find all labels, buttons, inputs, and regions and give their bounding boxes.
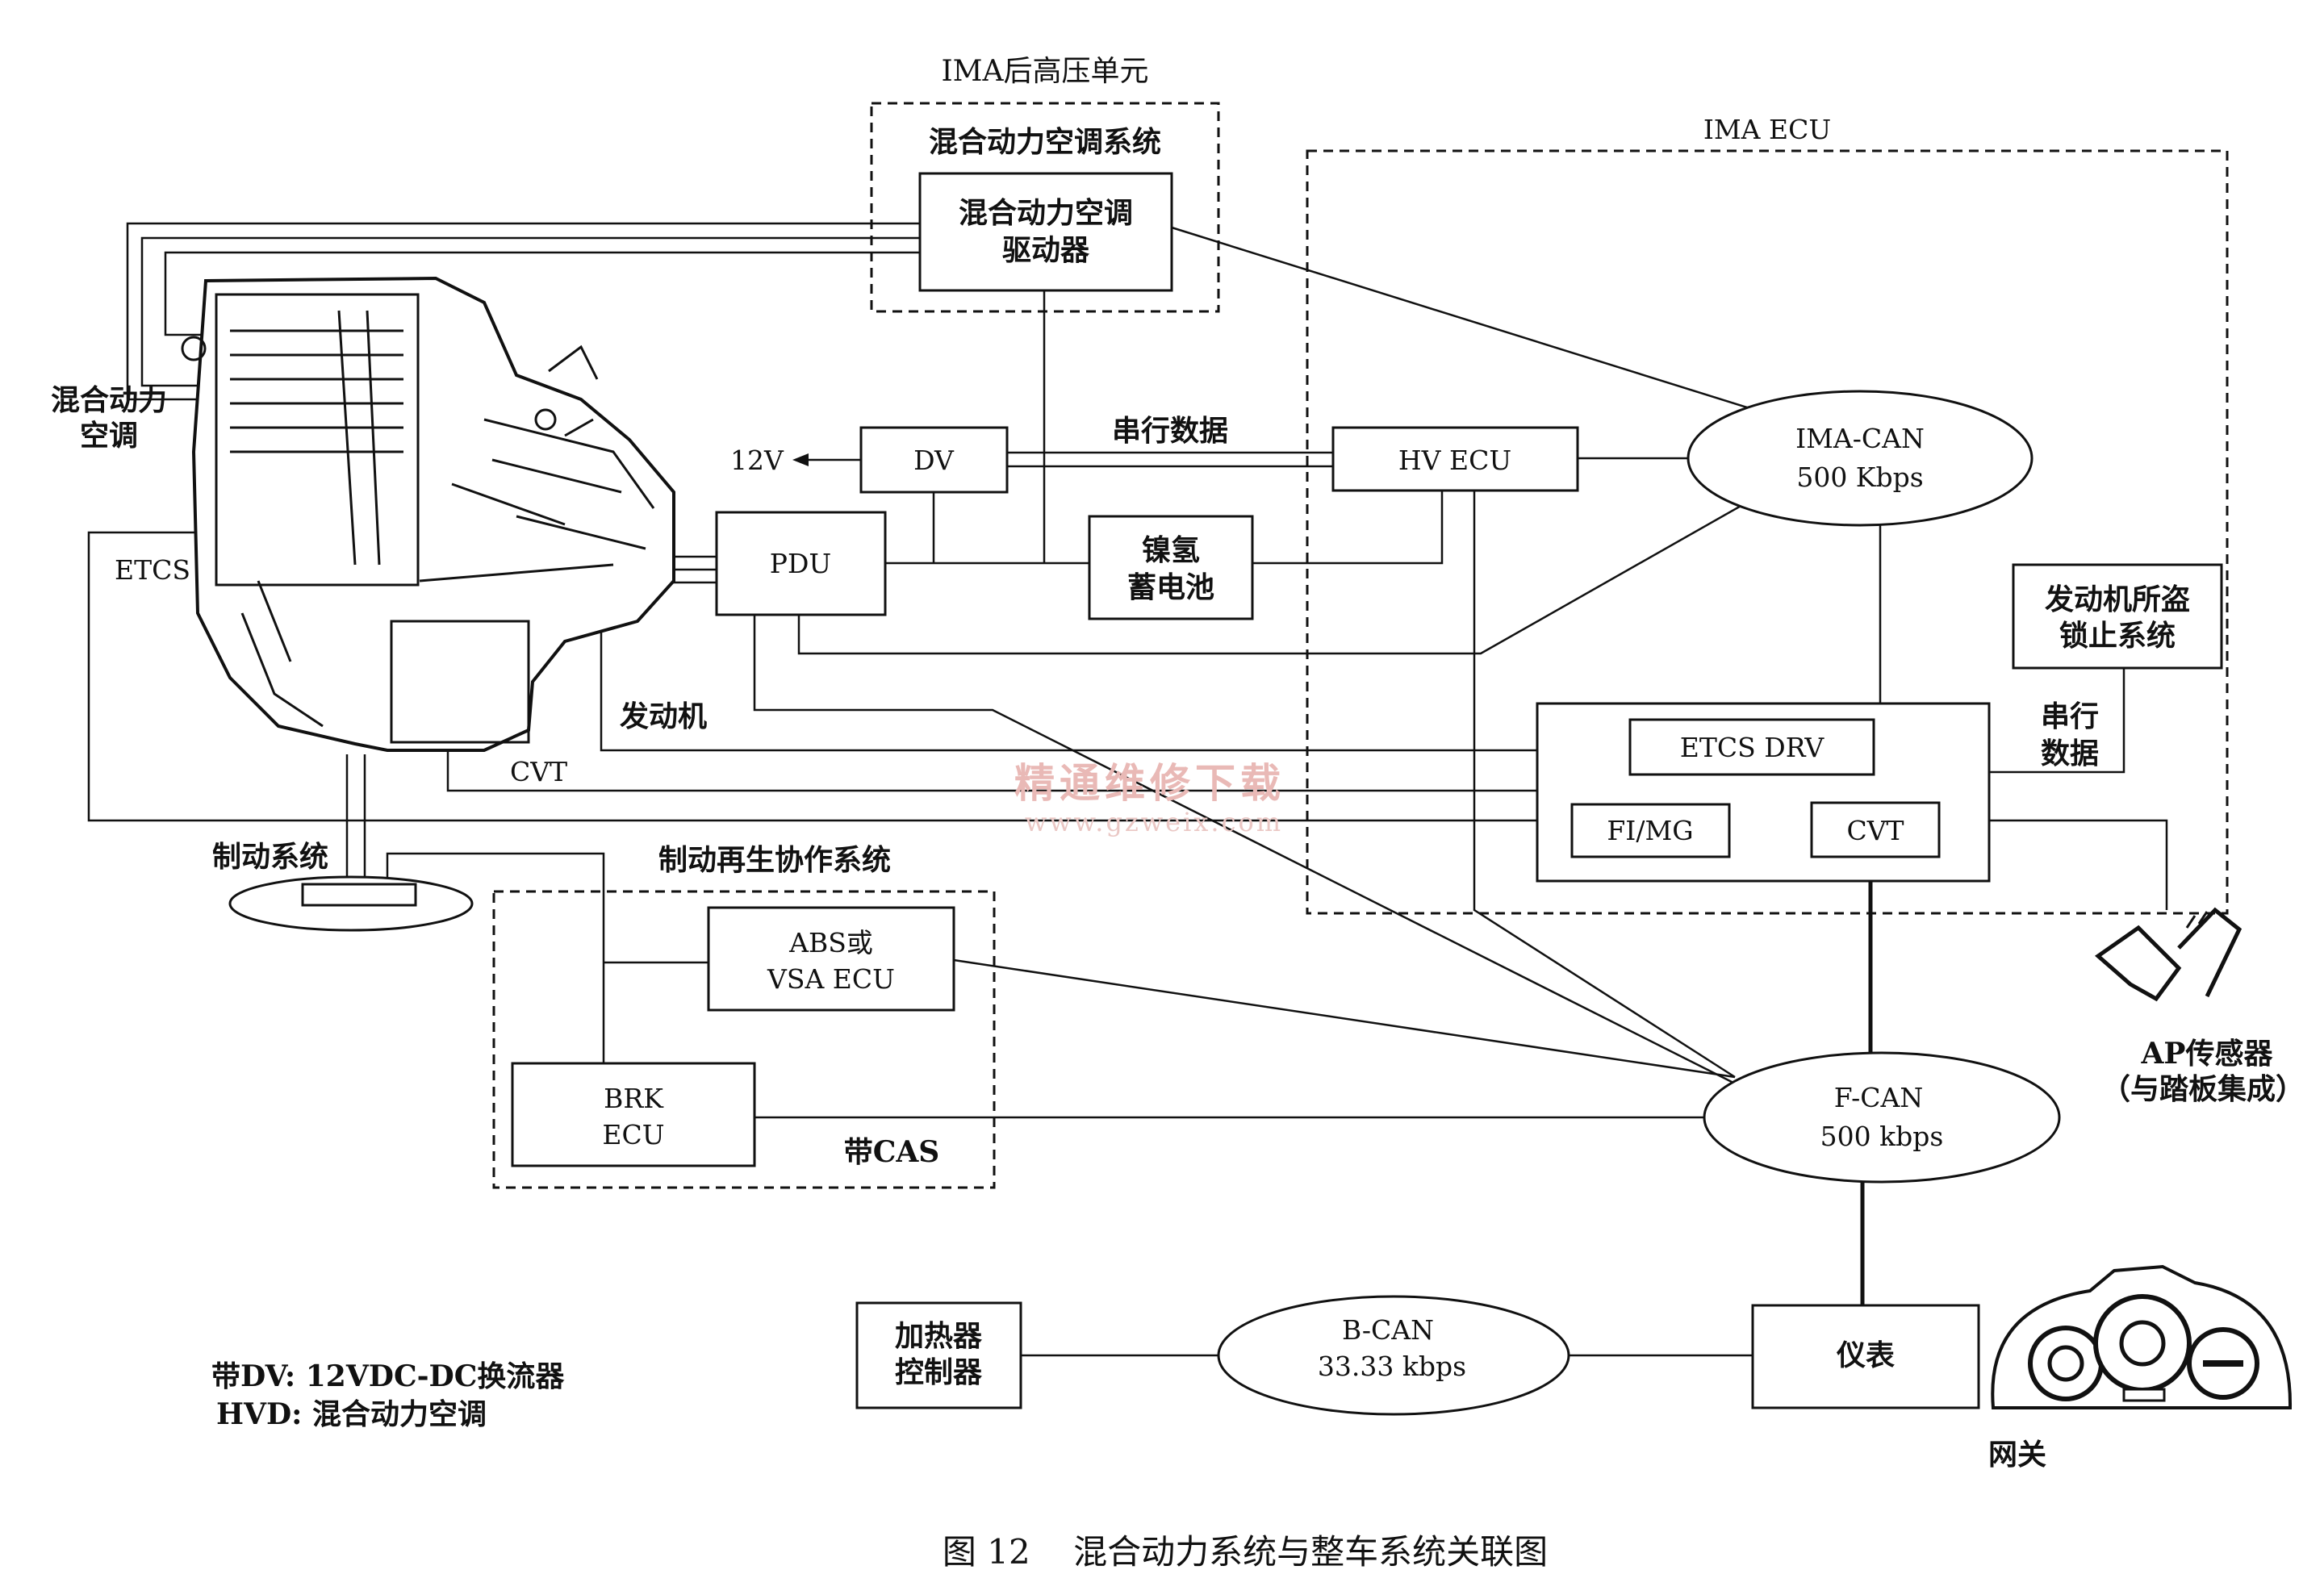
- fimg-label: FI/MG: [1607, 815, 1693, 846]
- brake-regen-title: 制动再生协作系统: [658, 843, 891, 877]
- etcs-line: [87, 531, 1537, 822]
- cvt-box-label: CVT: [1846, 815, 1904, 846]
- brk-line2: ECU: [602, 1119, 664, 1150]
- engine-illustration: [181, 276, 675, 752]
- abs-line2: VSA ECU: [767, 963, 895, 995]
- hybrid-ac-label-line2: 空调: [80, 419, 138, 453]
- battery-to-hvecu: [1252, 491, 1444, 565]
- heater-line1: 加热器: [895, 1319, 983, 1353]
- etcs-label: ETCS: [115, 554, 190, 586]
- ima-can-line1: IMA-CAN: [1795, 423, 1925, 454]
- etcs-drv-label: ETCS DRV: [1680, 732, 1825, 763]
- node-ima-can: IMA-CAN 500 Kbps: [1687, 390, 2034, 527]
- abs-line1: ABS或: [788, 927, 873, 958]
- watermark-url: www.gzweix.com: [1025, 807, 1283, 837]
- brake-master-icon: [301, 883, 417, 907]
- ap-sensor-icon: [2094, 907, 2242, 1002]
- ac-driver-line1: 混合动力空调: [959, 196, 1133, 230]
- fcan-line2: 500 kbps: [1820, 1121, 1944, 1152]
- node-f-can: F-CAN 500 kbps: [1703, 1051, 2061, 1184]
- pdu-imacan: [797, 496, 1756, 655]
- node-brk-ecu: BRK ECU: [511, 1062, 756, 1167]
- abs-fcan: [953, 958, 1736, 1079]
- node-pdu: PDU: [715, 511, 887, 616]
- meter-label: 仪表: [1836, 1338, 1895, 1372]
- node-abs: ABS或 VSA ECU: [707, 906, 955, 1012]
- v12-arrow-head: [792, 453, 809, 466]
- connections: [87, 222, 2168, 1357]
- node-immobilizer: 发动机所盗 锁止系统: [2012, 563, 2223, 670]
- heater-line2: 控制器: [895, 1355, 983, 1389]
- ap-sensor-label-line2: （与踏板集成）: [2101, 1072, 2305, 1106]
- serial-label-line1: 串行: [2041, 699, 2099, 733]
- ima-can-line2: 500 Kbps: [1796, 461, 1923, 493]
- node-heater: 加热器 控制器: [855, 1301, 1022, 1409]
- node-hv-ecu: HV ECU: [1331, 426, 1579, 492]
- with-cas-label: 带CAS: [844, 1135, 940, 1169]
- legend-hvd: HVD: 混合动力空调: [216, 1397, 487, 1431]
- figure-caption: 图 12 混合动力系统与整车系统关联图: [943, 1532, 1548, 1572]
- battery-line1: 镍氢: [1142, 533, 1200, 567]
- etcs-apsensor: [1989, 819, 2168, 910]
- ac-to-imacan: [1171, 226, 1748, 409]
- gateway-label: 网关: [1988, 1438, 2046, 1472]
- node-ac-driver: 混合动力空调 驱动器: [918, 172, 1173, 292]
- ac-wire-2: [140, 236, 920, 387]
- serial-label-line2: 数据: [2041, 737, 2099, 770]
- brake-regen-group: [492, 890, 996, 1189]
- ac-wire-3: [164, 251, 920, 336]
- pdu-label: PDU: [770, 548, 831, 579]
- v12-label: 12V: [730, 445, 784, 476]
- watermark-text: 精通维修下载: [1014, 759, 1285, 807]
- hybrid-ac-label-line1: 混合动力: [51, 383, 167, 417]
- node-etcs-block: ETCS DRV FI/MG CVT: [1536, 702, 1991, 883]
- brake-to-regen: [386, 852, 605, 1063]
- ima-ecu-title: IMA ECU: [1703, 114, 1831, 145]
- battery-line2: 蓄电池: [1127, 570, 1214, 604]
- hybrid-ac-system-title: 混合动力空调系统: [929, 125, 1161, 159]
- legend-dv: 带DV: 12VDC-DC换流器: [211, 1359, 565, 1393]
- ima-ecu-group: [1306, 149, 2229, 915]
- ap-sensor-label-line1: AP传感器: [2140, 1037, 2273, 1071]
- node-b-can: B-CAN 33.33 kbps: [1217, 1295, 1570, 1416]
- hv-ecu-label: HV ECU: [1398, 445, 1511, 476]
- node-dv: DV: [859, 426, 1009, 494]
- ima-hv-unit-title: IMA后高压单元: [941, 55, 1148, 88]
- node-meter: 仪表: [1751, 1304, 1980, 1409]
- etcs-immobilizer: [1989, 668, 2125, 774]
- brk-line1: BRK: [604, 1083, 664, 1114]
- brake-system-label: 制动系统: [212, 840, 328, 874]
- ac-wire-1: [126, 222, 920, 401]
- ac-driver-line2: 驱动器: [1002, 233, 1090, 267]
- immobilizer-line1: 发动机所盗: [2045, 582, 2190, 616]
- dv-label: DV: [913, 445, 955, 476]
- serial-data-label: 串行数据: [1112, 414, 1228, 448]
- fcan-line1: F-CAN: [1834, 1082, 1924, 1113]
- cvt-line: [446, 750, 1537, 792]
- node-battery: 镍氢 蓄电池: [1088, 515, 1254, 620]
- immobilizer-line2: 锁止系统: [2059, 619, 2176, 653]
- cvt-line-label: CVT: [510, 756, 567, 787]
- gauge-cluster-icon: [1991, 1264, 2293, 1409]
- hvecu-fcan: [1473, 491, 1736, 1079]
- engine-label: 发动机: [620, 699, 707, 733]
- bcan-line1: B-CAN: [1342, 1314, 1434, 1346]
- bcan-line2: 33.33 kbps: [1318, 1351, 1466, 1382]
- pdu-fcan: [753, 615, 1736, 1085]
